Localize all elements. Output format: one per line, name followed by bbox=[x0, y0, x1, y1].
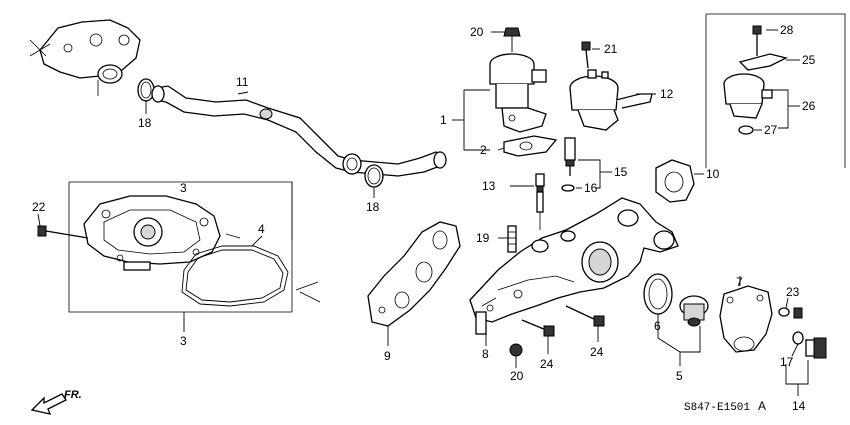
sensor-14 bbox=[805, 337, 827, 359]
bolt-24-left bbox=[521, 319, 555, 337]
washer-27 bbox=[738, 125, 754, 135]
washer-16 bbox=[561, 184, 575, 192]
water-pump-frame bbox=[68, 181, 293, 313]
callout-21: 21 bbox=[604, 42, 618, 56]
callout-12: 12 bbox=[660, 87, 674, 101]
bolt-22 bbox=[37, 225, 89, 239]
callout-19: 19 bbox=[476, 231, 490, 245]
washer-23 bbox=[778, 307, 790, 317]
egr-gasket-2 bbox=[503, 135, 558, 157]
inset-box bbox=[705, 13, 846, 168]
bolt-21 bbox=[581, 41, 591, 69]
bracket-25 bbox=[738, 53, 788, 71]
water-pump-3 bbox=[83, 195, 241, 271]
callout-28: 28 bbox=[780, 23, 794, 37]
callout-22: 22 bbox=[32, 200, 46, 214]
stud-19 bbox=[507, 225, 517, 253]
o-ring-18-lower bbox=[364, 164, 384, 188]
unit-26 bbox=[723, 73, 773, 119]
callout-16: 16 bbox=[584, 181, 598, 195]
sensor-13 bbox=[535, 173, 545, 230]
callout-9: 9 bbox=[384, 349, 391, 363]
callout-3-lower: 3 bbox=[180, 334, 187, 348]
callout-18-lower: 18 bbox=[366, 200, 380, 214]
callout-11: 11 bbox=[236, 75, 249, 89]
diagram-code: S847-E1501 A bbox=[684, 399, 766, 414]
sensor-15 bbox=[564, 137, 576, 176]
bolt-24-right bbox=[565, 305, 605, 327]
callout-15: 15 bbox=[614, 165, 628, 179]
front-direction-arrow: FR. bbox=[30, 389, 82, 415]
egr-valve-1 bbox=[489, 53, 547, 133]
nut-20-bottom bbox=[509, 343, 523, 357]
nut-20-top bbox=[503, 27, 521, 52]
callout-24-left: 24 bbox=[540, 357, 554, 371]
callout-27: 27 bbox=[764, 123, 778, 137]
gasket-9 bbox=[367, 221, 461, 327]
callout-5: 5 bbox=[676, 369, 683, 383]
bolt-28 bbox=[752, 25, 762, 56]
gasket-4 bbox=[181, 245, 289, 307]
callout-26: 26 bbox=[802, 99, 816, 113]
callout-18-upper: 18 bbox=[138, 116, 152, 130]
callout-20-top: 20 bbox=[470, 25, 484, 39]
leader-lines bbox=[37, 29, 809, 396]
diagram-code-text: S847-E1501 bbox=[684, 402, 750, 414]
gasket-10 bbox=[655, 159, 695, 203]
callout-23: 23 bbox=[786, 285, 800, 299]
callout-4: 4 bbox=[258, 222, 265, 236]
housing-8 bbox=[469, 197, 679, 335]
washer-17 bbox=[792, 331, 804, 345]
callout-8: 8 bbox=[482, 347, 489, 361]
solenoid-12 bbox=[569, 69, 653, 131]
callout-2: 2 bbox=[480, 143, 487, 157]
thermostat-cover-7 bbox=[719, 285, 773, 353]
callout-3-upper: 3 bbox=[180, 181, 187, 195]
callout-1: 1 bbox=[440, 113, 447, 127]
callout-7: 7 bbox=[736, 275, 743, 289]
thermostat-5 bbox=[679, 295, 709, 327]
callout-20-bottom: 20 bbox=[510, 369, 524, 383]
callout-25: 25 bbox=[802, 53, 816, 67]
diagram-code-suffix: A bbox=[758, 399, 766, 413]
callout-labels: 20 21 28 25 26 27 11 12 1 18 2 15 10 13 … bbox=[32, 23, 816, 413]
callout-13: 13 bbox=[482, 179, 496, 193]
o-ring-18-upper bbox=[137, 78, 155, 102]
gasket-6 bbox=[643, 273, 673, 315]
bolt-23 bbox=[793, 307, 803, 319]
callout-6: 6 bbox=[654, 319, 661, 333]
callout-14: 14 bbox=[792, 399, 806, 413]
callout-17: 17 bbox=[780, 355, 794, 369]
callout-10: 10 bbox=[706, 167, 720, 181]
front-direction-label: FR. bbox=[64, 389, 82, 401]
engine-block-fragment bbox=[29, 19, 141, 96]
water-pipe-11 bbox=[151, 85, 447, 177]
callout-24-right: 24 bbox=[590, 345, 604, 359]
